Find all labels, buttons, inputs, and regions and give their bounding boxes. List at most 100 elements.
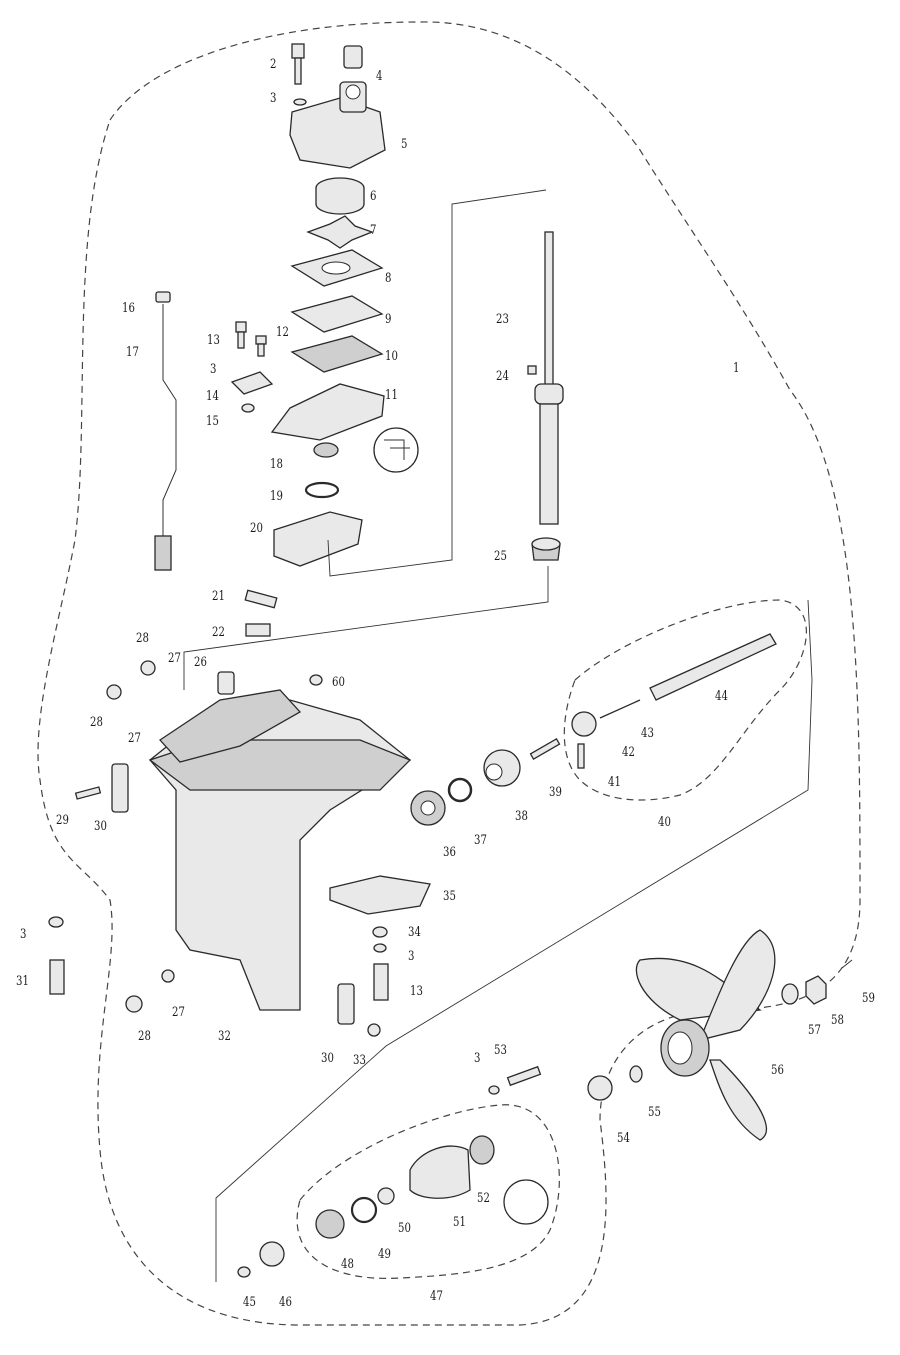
callout-55: 55 <box>648 1105 661 1120</box>
seal-detail-callout <box>373 427 419 473</box>
drive-shaft-upper <box>544 231 554 393</box>
callout-28: 28 <box>136 631 149 646</box>
bearing-48 <box>315 1209 345 1239</box>
callout-37: 37 <box>474 833 487 848</box>
impeller <box>306 215 374 249</box>
bolt-2-shank <box>294 57 302 85</box>
bolt-13-lower <box>373 963 389 1001</box>
callout-52: 52 <box>477 1191 490 1206</box>
callout-11: 11 <box>385 388 398 403</box>
seal-detail-callout-lower <box>503 1179 549 1225</box>
bolt-2-head <box>291 43 305 59</box>
washer-55 <box>629 1065 643 1083</box>
callout-3-b: 3 <box>210 362 217 377</box>
plug-28-lower <box>125 995 143 1013</box>
key-24 <box>527 365 537 375</box>
callout-28-b: 28 <box>90 715 103 730</box>
callout-29: 29 <box>56 813 69 828</box>
callout-42: 42 <box>622 745 635 760</box>
callout-3-c: 3 <box>408 949 415 964</box>
callout-7: 7 <box>370 223 377 238</box>
callout-14: 14 <box>206 389 219 404</box>
propeller-blade-right <box>698 929 776 1041</box>
callout-27-c: 27 <box>172 1005 185 1020</box>
washer-3 <box>293 98 307 106</box>
washer-3-lower <box>488 1085 500 1095</box>
callout-32: 32 <box>218 1029 231 1044</box>
callout-18: 18 <box>270 457 283 472</box>
washer-34 <box>372 926 388 938</box>
callout-33: 33 <box>353 1053 366 1068</box>
callout-4: 4 <box>376 69 383 84</box>
cross-pin-41 <box>577 743 585 769</box>
callout-5: 5 <box>401 137 408 152</box>
seal-52 <box>469 1135 495 1165</box>
lower-casing-cap-outline <box>296 1104 560 1279</box>
callout-59: 59 <box>862 991 875 1006</box>
washer-27-lower <box>161 969 175 983</box>
callout-36: 36 <box>443 845 456 860</box>
callout-58: 58 <box>831 1013 844 1028</box>
bolt-12-head <box>255 335 267 345</box>
drive-shaft-collar <box>534 383 564 405</box>
callout-45: 45 <box>243 1295 256 1310</box>
clutch-42 <box>571 711 597 737</box>
top-deck <box>159 689 302 763</box>
callout-47: 47 <box>430 1289 443 1304</box>
callout-26: 26 <box>194 655 207 670</box>
bolt-29 <box>74 786 102 800</box>
callout-3-e: 3 <box>474 1051 481 1066</box>
shift-rod-foot <box>154 535 172 571</box>
callout-13-b: 13 <box>410 984 423 999</box>
callout-31: 31 <box>16 974 29 989</box>
callout-21: 21 <box>212 589 225 604</box>
plug-28-left <box>106 684 122 700</box>
bearing-housing-51 <box>409 1145 471 1199</box>
callout-2: 2 <box>270 57 277 72</box>
washer-3-left <box>48 916 64 928</box>
o-ring-37 <box>447 777 473 803</box>
bushing-26 <box>217 671 235 695</box>
shift-rod-17 <box>162 304 177 538</box>
washer-15 <box>241 403 255 413</box>
nut-33 <box>367 1023 381 1037</box>
callout-22: 22 <box>212 625 225 640</box>
callout-48: 48 <box>341 1257 354 1272</box>
plate-14 <box>230 371 274 395</box>
callout-41: 41 <box>608 775 621 790</box>
callout-30: 30 <box>94 819 107 834</box>
callout-38: 38 <box>515 809 528 824</box>
callout-56: 56 <box>771 1063 784 1078</box>
oil-seal-18 <box>313 442 339 458</box>
callout-3: 3 <box>270 91 277 106</box>
gasket-10 <box>290 335 384 373</box>
callout-19: 19 <box>270 489 283 504</box>
shift-plunger-39 <box>529 738 561 760</box>
callout-54: 54 <box>617 1131 630 1146</box>
callout-49: 49 <box>378 1247 391 1262</box>
propeller-shaft-outline <box>563 599 807 801</box>
callout-53: 53 <box>494 1043 507 1058</box>
assembly-outline-lower-unit <box>37 21 861 1326</box>
callout-46: 46 <box>279 1295 292 1310</box>
callout-28-c: 28 <box>138 1029 151 1044</box>
callout-15: 15 <box>206 414 219 429</box>
grommet-22 <box>245 623 271 637</box>
callout-17: 17 <box>126 345 139 360</box>
callout-9: 9 <box>385 312 392 327</box>
callout-51: 51 <box>453 1215 466 1230</box>
propeller-blade-bottom <box>709 1059 767 1141</box>
plug-28-upper <box>140 660 156 676</box>
cotter-pin-59 <box>841 959 853 969</box>
callout-24: 24 <box>496 369 509 384</box>
washer-3-right <box>373 943 387 953</box>
callout-3-d: 3 <box>20 927 27 942</box>
thrust-hub-54 <box>587 1075 613 1101</box>
plate-9 <box>290 295 384 333</box>
anode-30 <box>111 763 129 813</box>
callout-12: 12 <box>276 325 289 340</box>
water-pump-housing <box>289 97 386 169</box>
o-ring-49 <box>350 1196 378 1224</box>
callout-40: 40 <box>658 815 671 830</box>
